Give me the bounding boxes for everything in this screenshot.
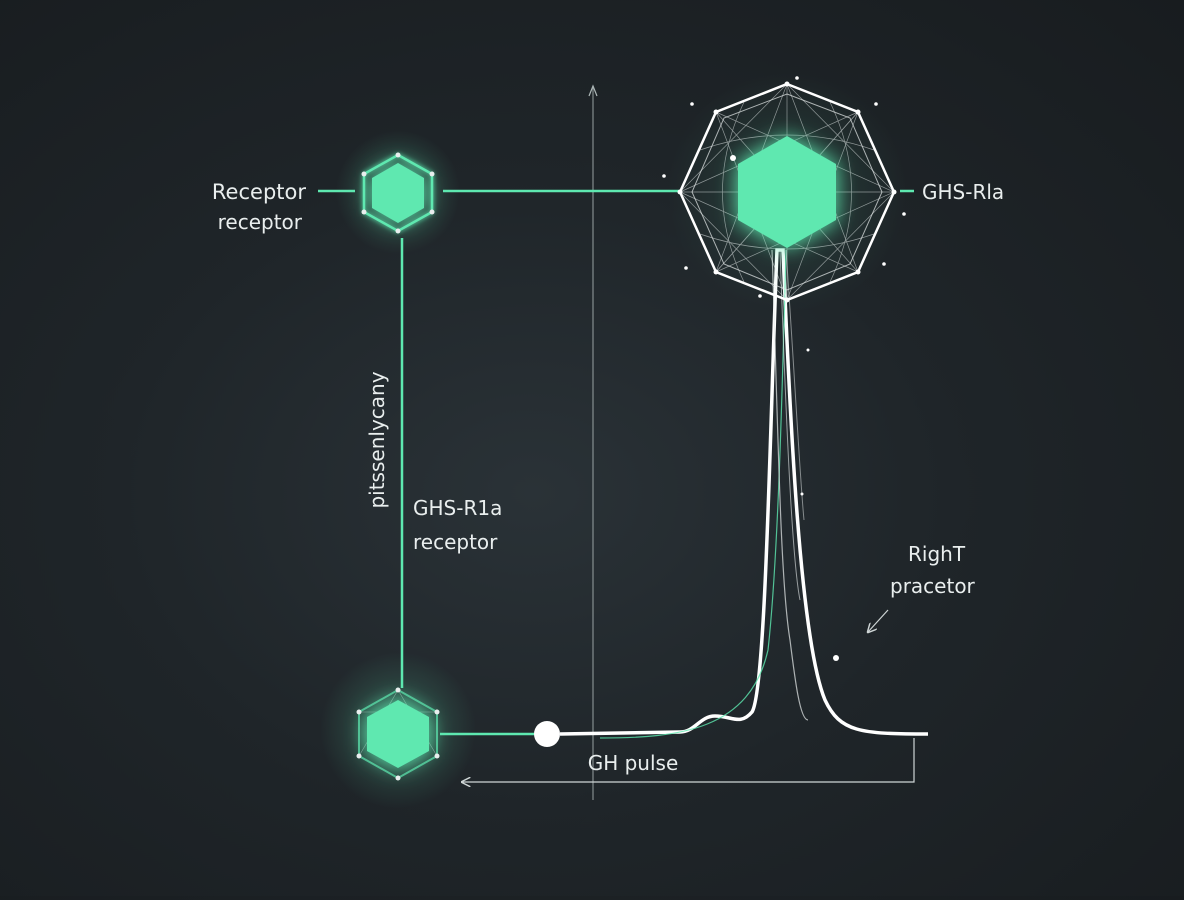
right-annotation-arrow [868,609,889,632]
mid-label-line1: GHS-R1a [413,496,502,520]
gh-pulse-label: GH pulse [588,751,679,775]
bottom-left-receptor-node [320,652,476,808]
top-right-label: GHS-Rla [922,180,1004,204]
top-left-label-line2: receptor [218,210,303,234]
pulse-origin-dot [534,721,560,747]
vertical-axis-arrow [588,84,598,97]
pulse-inner-trace-1 [599,249,787,739]
top-left-receptor-node [336,130,460,254]
pulse-marker-dot [833,655,839,661]
vertical-label: pitssenlycany [365,371,389,508]
pulse-inner-trace-2 [771,249,809,721]
pulse-inner-trace-3 [779,249,801,601]
right-label-line2: pracetor [890,574,976,598]
pulse-range-bracket [462,738,915,782]
ghs-r1a-receptor-node [662,72,907,496]
right-label-line1: RighT [908,542,966,566]
top-left-label-line1: Receptor [212,180,306,204]
mid-label-line2: receptor [413,530,498,554]
gh-pulse-curve [559,248,929,736]
